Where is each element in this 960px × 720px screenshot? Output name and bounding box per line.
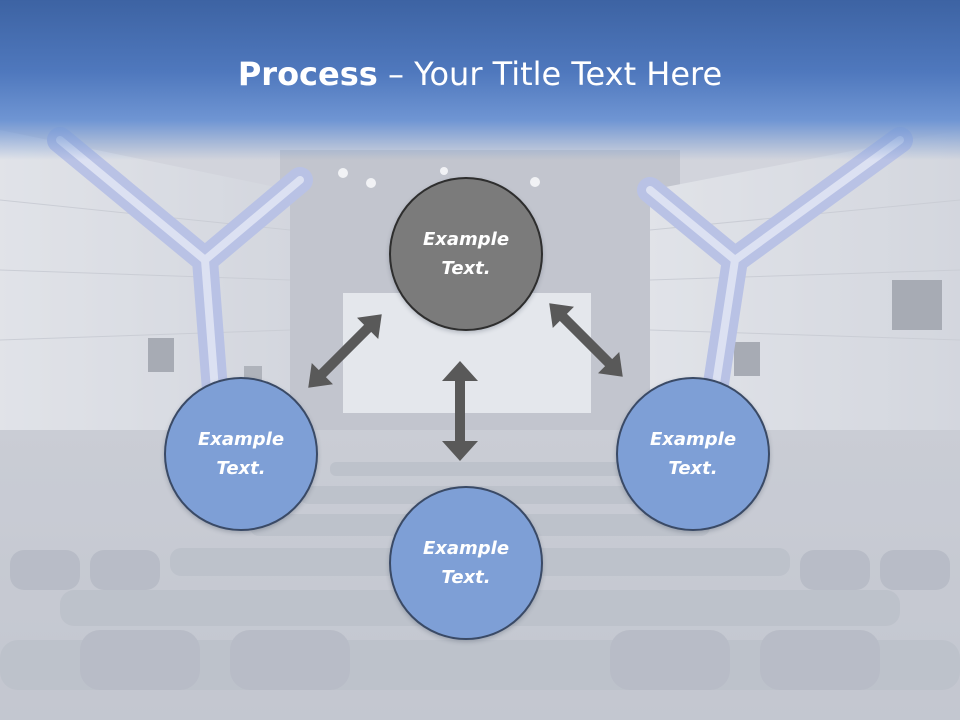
process-node-top: Example Text. bbox=[389, 177, 543, 331]
slide-title-rest: – Your Title Text Here bbox=[377, 55, 723, 93]
double-arrow-left bbox=[308, 314, 382, 388]
slide-title-bold: Process bbox=[237, 55, 378, 93]
process-node-right: Example Text. bbox=[616, 377, 770, 531]
double-arrow-vertical bbox=[442, 361, 478, 461]
process-node-left: Example Text. bbox=[164, 377, 318, 531]
process-node-bottom: Example Text. bbox=[389, 486, 543, 640]
slide-title: Process – Your Title Text Here bbox=[0, 52, 960, 96]
title-band bbox=[0, 0, 960, 160]
double-arrow-right bbox=[549, 303, 623, 377]
